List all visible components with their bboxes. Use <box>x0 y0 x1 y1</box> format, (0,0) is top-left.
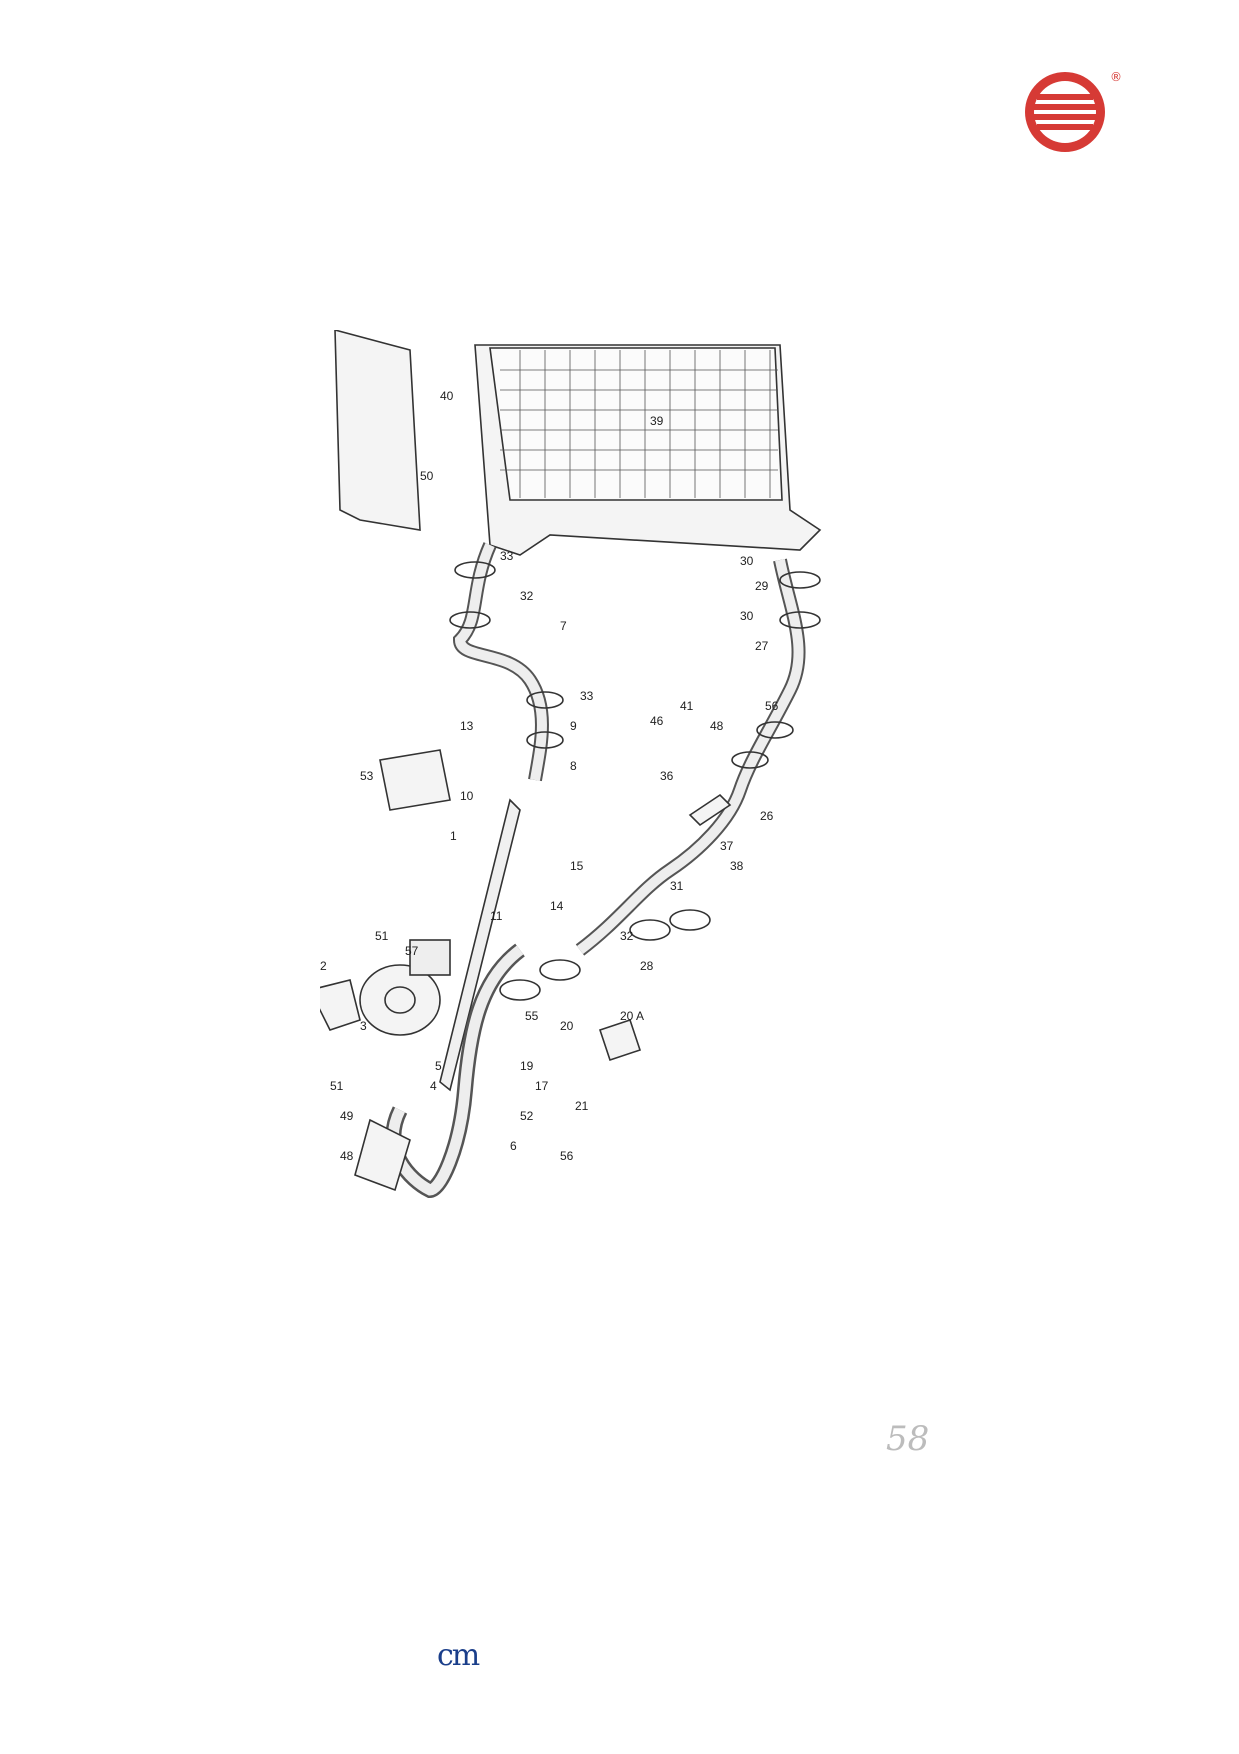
callout-label: 4 <box>430 1079 437 1093</box>
callout-label: 33 <box>580 689 594 703</box>
elbow <box>320 979 361 1031</box>
callout-label: 52 <box>520 1109 534 1123</box>
callout-label: 27 <box>755 639 769 653</box>
callout-label: 10 <box>460 789 474 803</box>
callout-label: 46 <box>650 714 664 728</box>
flange-53 <box>379 749 451 811</box>
callout-label: 21 <box>575 1099 589 1113</box>
callout-label: 31 <box>670 879 684 893</box>
callout-label: 57 <box>405 944 419 958</box>
callout-label: 32 <box>520 589 534 603</box>
callout-label: 14 <box>550 899 564 913</box>
callout-label: 7 <box>560 619 567 633</box>
callout-label: 50 <box>420 469 434 483</box>
callout-label: 30 <box>740 554 754 568</box>
footer-brand-mark: cm <box>437 1638 480 1673</box>
callout-label: 1 <box>450 829 457 843</box>
callout-label: 36 <box>660 769 674 783</box>
callout-label: 28 <box>640 959 654 973</box>
callout-label: 15 <box>570 859 584 873</box>
callout-label: 5 <box>435 1059 442 1073</box>
callout-label: 11 <box>490 909 503 923</box>
callout-label: 26 <box>760 809 774 823</box>
callout-label: 48 <box>340 1149 354 1163</box>
callout-label: 17 <box>535 1079 549 1093</box>
callout-label: 55 <box>525 1009 539 1023</box>
callout-label: 56 <box>560 1149 574 1163</box>
handwritten-page-number: 58 <box>886 1419 929 1459</box>
callout-label: 51 <box>330 1079 344 1093</box>
callout-label: 19 <box>520 1059 534 1073</box>
callout-label: 20 <box>560 1019 574 1033</box>
callout-label: 37 <box>720 839 734 853</box>
callouts: 40 50 39 33 32 7 33 9 8 10 1 53 13 30 29… <box>320 389 779 1163</box>
callout-label: 9 <box>570 719 577 733</box>
svg-text:58: 58 <box>886 1419 929 1459</box>
callout-label: 29 <box>755 579 769 593</box>
callout-label: 39 <box>650 414 664 428</box>
callout-label: 53 <box>360 769 374 783</box>
intercooler-grid <box>500 350 778 498</box>
turbocharger <box>359 939 451 1036</box>
side-plate <box>334 330 421 531</box>
callout-label: 13 <box>460 719 474 733</box>
callout-label: 30 <box>740 609 754 623</box>
callout-label: 41 <box>680 699 694 713</box>
callout-label: 33 <box>500 549 514 563</box>
circle-stripes-logo-icon <box>1025 72 1105 152</box>
callout-label: 32 <box>620 929 634 943</box>
inlet-horn <box>354 1118 411 1192</box>
callout-label: 38 <box>730 859 744 873</box>
lower-hose <box>575 558 806 956</box>
callout-label: 3 <box>360 1019 367 1033</box>
callout-label: 2 <box>320 959 327 973</box>
callout-label: 51 <box>375 929 389 943</box>
exploded-parts-diagram: 40 50 39 33 32 7 33 9 8 10 1 53 13 30 29… <box>320 330 822 1199</box>
bracket <box>688 793 732 827</box>
callout-label: 49 <box>340 1109 354 1123</box>
registered-mark: ® <box>1110 70 1122 84</box>
callout-label: 20 A <box>620 1009 644 1023</box>
callout-label: 40 <box>440 389 454 403</box>
callout-label: 6 <box>510 1139 517 1153</box>
main-beam <box>439 798 521 1092</box>
mount-bracket <box>598 1018 642 1062</box>
callout-label: 48 <box>710 719 724 733</box>
callout-label: 8 <box>570 759 577 773</box>
callout-label: 56 <box>765 699 779 713</box>
